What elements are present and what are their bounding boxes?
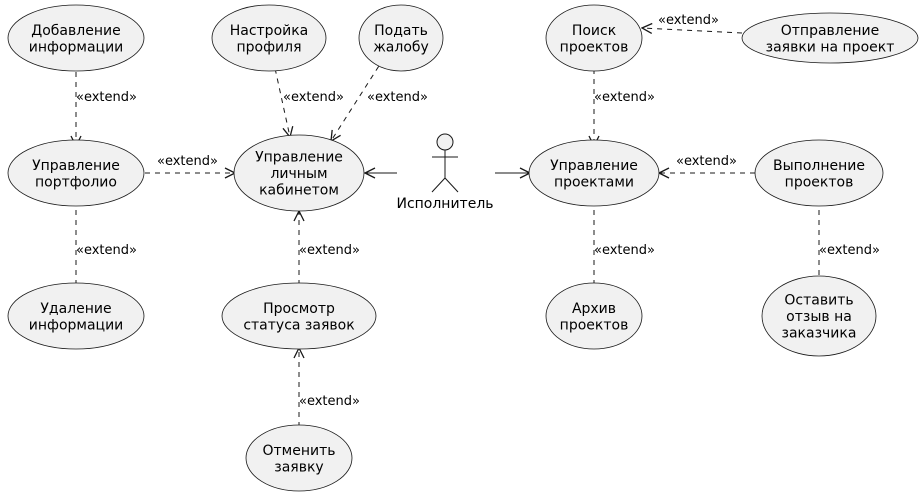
edge-label-delete-info-to-portfolio: «extend» bbox=[76, 243, 137, 258]
use-case-shape bbox=[245, 424, 353, 492]
use-case-shape bbox=[761, 275, 877, 357]
edge-label-complaint-to-cabinet: «extend» bbox=[367, 90, 428, 105]
use-case-label-line: портфолио bbox=[35, 174, 117, 190]
use-case-shape bbox=[7, 4, 145, 72]
use-case-label-line: личным bbox=[270, 166, 327, 182]
edge-complaint-to-cabinet bbox=[331, 57, 385, 141]
use-case-label-line: Удаление bbox=[40, 301, 111, 317]
use-case-label-line: проектов bbox=[560, 317, 629, 333]
use-case-label-line: Отменить bbox=[262, 443, 335, 459]
edge-label-execute-to-manage-projects: «extend» bbox=[676, 154, 737, 169]
use-case-label-line: Настройка bbox=[230, 23, 309, 39]
edge-label-archive-to-manage-projects: «extend» bbox=[594, 243, 655, 258]
use-case-label-line: Поиск bbox=[572, 23, 616, 39]
use-case-label-line: информации bbox=[29, 317, 124, 333]
edge-label-review-to-execute-projects: «extend» bbox=[819, 243, 880, 258]
use-case-label-line: Добавление bbox=[31, 23, 120, 39]
edge-label-search-to-manage-projects: «extend» bbox=[594, 90, 655, 105]
edge-label-send-application-to-search: «extend» bbox=[658, 13, 719, 28]
use-case-shape bbox=[741, 12, 919, 64]
use-case-shape bbox=[754, 139, 884, 207]
edge-label-portfolio-to-cabinet: «extend» bbox=[157, 154, 218, 169]
edge-label-profile-settings-to-cabinet: «extend» bbox=[283, 90, 344, 105]
use-case-label-line: заявки на проект bbox=[766, 39, 895, 55]
use-case-label-line: отзыв на bbox=[786, 309, 852, 325]
use-case-shape bbox=[545, 282, 643, 350]
use-case-label-line: Управление bbox=[550, 158, 638, 174]
use-case-shape bbox=[221, 282, 377, 350]
use-case-label-line: кабинетом bbox=[259, 183, 339, 199]
use-case-label-line: статуса заявок bbox=[243, 317, 354, 333]
use-case-shape bbox=[233, 134, 365, 212]
edge-label-cancel-request-to-request-status: «extend» bbox=[299, 394, 360, 409]
use-case-label-line: проектами bbox=[554, 174, 634, 190]
use-case-shape bbox=[7, 282, 145, 350]
use-case-label-line: Подать bbox=[374, 23, 428, 39]
use-case-label-line: заявку bbox=[274, 459, 323, 475]
edge-label-add-info-to-portfolio: «extend» bbox=[76, 90, 137, 105]
use-case-label-line: заказчика bbox=[782, 326, 857, 342]
use-case-label-line: информации bbox=[29, 39, 124, 55]
use-case-label-line: Управление bbox=[32, 158, 120, 174]
use-case-label-line: Архив bbox=[572, 301, 616, 317]
use-case-shape bbox=[211, 4, 327, 72]
use-case-label-line: Оставить bbox=[784, 293, 853, 309]
use-case-label-line: Отправление bbox=[781, 23, 879, 39]
edge-send-application-to-search bbox=[642, 28, 743, 33]
use-case-label-line: Просмотр bbox=[263, 301, 335, 317]
edge-label-request-status-to-cabinet: «extend» bbox=[299, 243, 360, 258]
use-case-label-line: Управление bbox=[255, 150, 343, 166]
use-case-shape bbox=[545, 4, 643, 72]
actor-icon bbox=[431, 133, 459, 193]
use-case-shape bbox=[358, 4, 444, 72]
use-case-label-line: жалобу bbox=[373, 39, 429, 55]
edge-profile-settings-to-cabinet bbox=[272, 58, 290, 137]
use-case-label-line: проектов bbox=[560, 39, 629, 55]
use-case-label-line: профиля bbox=[236, 39, 301, 55]
use-case-label-line: проектов bbox=[785, 174, 854, 190]
use-case-shape bbox=[528, 139, 660, 207]
use-case-shape bbox=[7, 139, 145, 207]
use-case-label-line: Выполнение bbox=[773, 158, 865, 174]
actor-label: Исполнитель bbox=[396, 196, 493, 212]
